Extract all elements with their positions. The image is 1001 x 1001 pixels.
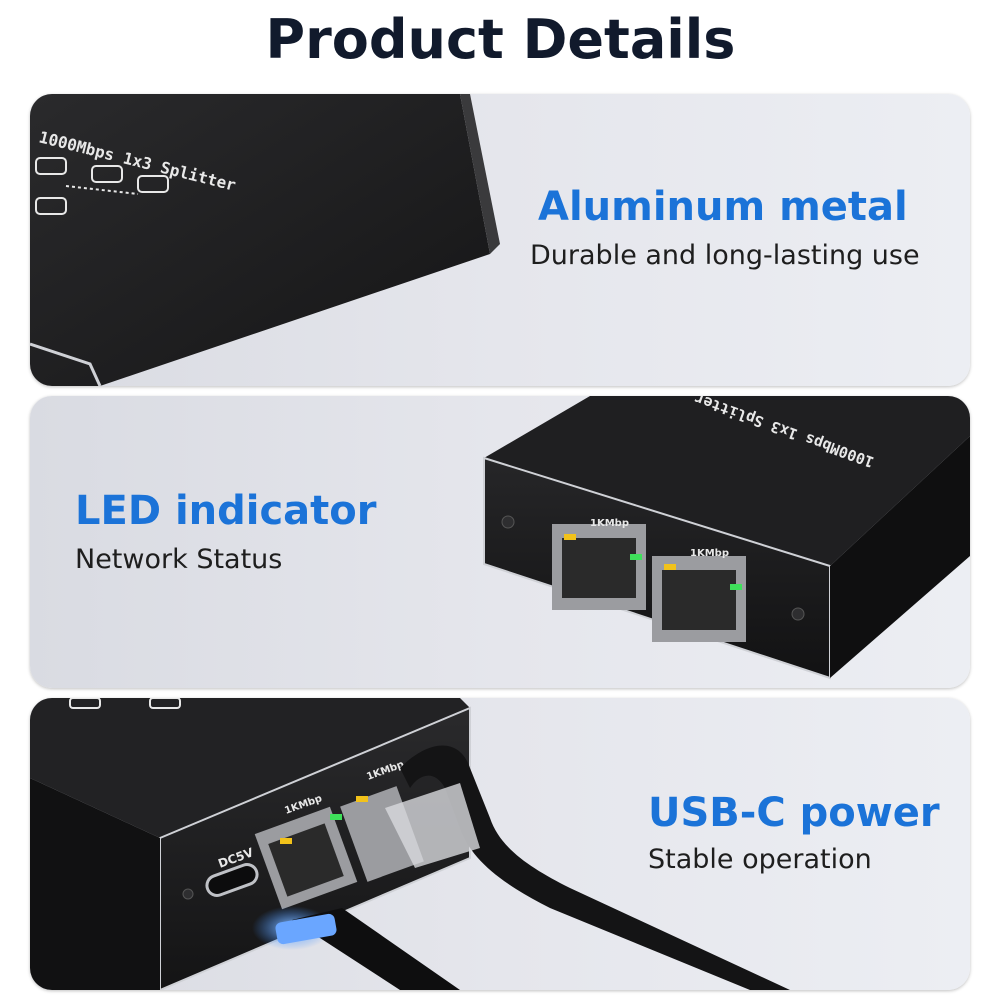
screw-icon [182,888,194,900]
port-diagram-icon [69,698,181,709]
splitter-front-image: 1000Mbps 1x3 Splitter 1KMbp 1KMbp [483,396,970,680]
led-yellow-icon [356,796,368,802]
usb-c-port-icon [205,863,259,897]
led-yellow-icon [280,838,292,844]
feature-panel-aluminum: 1000Mbps 1x3 Splitter Aluminum metal Dur… [30,94,970,386]
splitter-top-image: 1000Mbps 1x3 Splitter [30,94,500,386]
led-green-icon [630,554,642,560]
led-yellow-icon [664,564,676,570]
page-title: Product Details [265,8,736,71]
port-label: 1KMbp [690,548,729,559]
feature-title-usbc: USB-C power [648,790,940,836]
feature-subtitle-aluminum: Durable and long-lasting use [530,240,920,271]
rj45-port-icon: 1KMbp [552,518,646,610]
led-green-icon [330,814,342,820]
feature-subtitle-usbc: Stable operation [648,844,872,875]
rj45-port-icon: 1KMbp [652,548,746,642]
splitter-side-image: DC5V 1KMbp 1KMbp [30,698,790,990]
feature-title-aluminum: Aluminum metal [538,184,908,230]
network-cable-icon [385,745,790,990]
screw-icon [501,515,515,529]
port-diagram-icon [35,157,169,215]
feature-panel-usbc: DC5V 1KMbp 1KMbp USB-C power Stabl [30,698,970,990]
feature-panel-led: 1000Mbps 1x3 Splitter 1KMbp 1KMbp LED in… [30,396,970,688]
usb-c-cable-icon [252,906,460,990]
screw-icon [791,607,805,621]
led-green-icon [730,584,742,590]
feature-title-led: LED indicator [75,488,377,534]
led-yellow-icon [564,534,576,540]
port-label: 1KMbp [590,518,629,529]
feature-subtitle-led: Network Status [75,544,283,575]
